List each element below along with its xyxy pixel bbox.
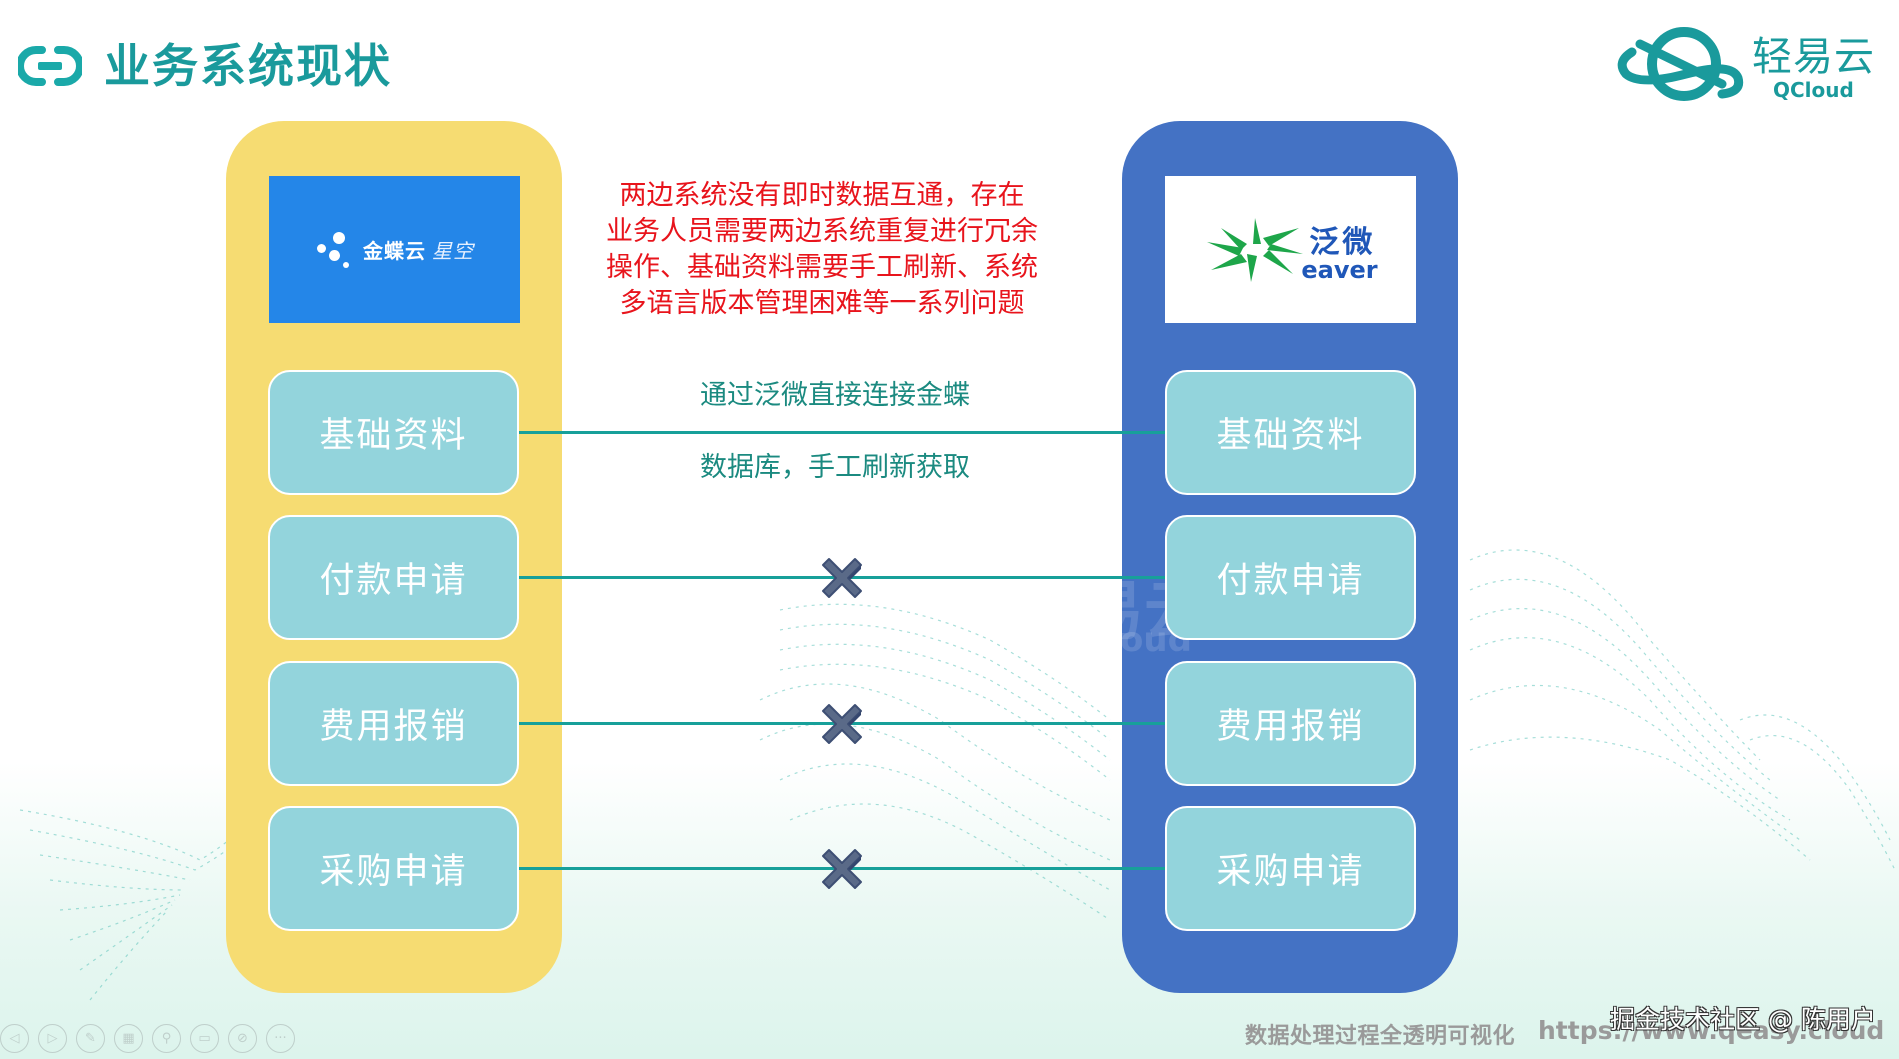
weaver-star-icon	[1207, 217, 1304, 282]
problem-statement: 两边系统没有即时数据互通，存在 业务人员需要两边系统重复进行冗余 操作、基础资料…	[606, 180, 1038, 319]
weaver-module-purchase-request: 采购申请	[1165, 806, 1416, 931]
weaver-logo-text-cn: 泛微	[1309, 224, 1376, 260]
kingdee-module-expense-reimbursement: 费用报销	[268, 661, 519, 786]
connector-line-basic-data	[519, 431, 1165, 434]
more-icon: ···	[274, 1031, 287, 1046]
kingdee-dots-icon	[315, 228, 359, 272]
credit-watermark: 掘金技术社区 @ 陈用户	[1610, 1005, 1876, 1034]
x-icon	[822, 704, 862, 744]
magnifier-icon: ⚲	[161, 1031, 172, 1046]
weaver-module-expense-reimbursement: 费用报销	[1165, 661, 1416, 786]
kingdee-module-purchase-request: 采购申请	[268, 806, 519, 931]
connection-note-top: 通过泛微直接连接金蝶	[700, 380, 970, 411]
see-all-slides-button[interactable]: ▦	[114, 1024, 143, 1053]
kingdee-logo-text: 金蝶云	[363, 239, 426, 263]
slides-grid-icon: ▦	[122, 1031, 135, 1046]
subtitles-button[interactable]: ▭	[190, 1024, 219, 1053]
kingdee-module-payment-request: 付款申请	[268, 515, 519, 640]
previous-slide-button[interactable]: ◁	[0, 1024, 29, 1053]
kingdee-logo-subtext: 星空	[432, 239, 474, 263]
link-icon	[18, 46, 82, 86]
kingdee-module-basic-data: 基础资料	[268, 370, 519, 495]
previous-icon: ◁	[9, 1031, 20, 1046]
zoom-button[interactable]: ⚲	[152, 1024, 181, 1053]
weaver-module-payment-request: 付款申请	[1165, 515, 1416, 640]
more-options-button[interactable]: ···	[266, 1024, 295, 1053]
qcloud-logo-icon	[1617, 27, 1744, 101]
next-icon: ▷	[47, 1031, 58, 1046]
camera-toggle-button[interactable]: ⊘	[228, 1024, 257, 1053]
brand-name-en: QCloud	[1773, 78, 1854, 102]
subtitles-icon: ▭	[198, 1031, 211, 1046]
weaver-logo-text-en: eaver	[1301, 255, 1378, 284]
weaver-logo: 泛微 eaver	[1165, 176, 1416, 323]
connection-note-bottom: 数据库，手工刷新获取	[700, 452, 970, 483]
next-slide-button[interactable]: ▷	[38, 1024, 67, 1053]
x-icon	[822, 849, 862, 889]
pen-icon: ✎	[85, 1031, 96, 1046]
slideshow-controls: ◁ ▷ ✎ ▦ ⚲ ▭ ⊘ ···	[0, 1024, 295, 1053]
pen-tool-button[interactable]: ✎	[76, 1024, 105, 1053]
page-title: 业务系统现状	[104, 39, 392, 93]
kingdee-logo: 金蝶云 星空	[269, 176, 520, 323]
weaver-module-basic-data: 基础资料	[1165, 370, 1416, 495]
footer-slogan: 数据处理过程全透明可视化	[1245, 1024, 1516, 1049]
footer-url: https://www.qeasy.cloud	[1538, 1016, 1885, 1045]
x-icon	[822, 558, 862, 598]
brand-name: 轻易云	[1752, 34, 1875, 80]
camera-off-icon: ⊘	[237, 1031, 248, 1046]
